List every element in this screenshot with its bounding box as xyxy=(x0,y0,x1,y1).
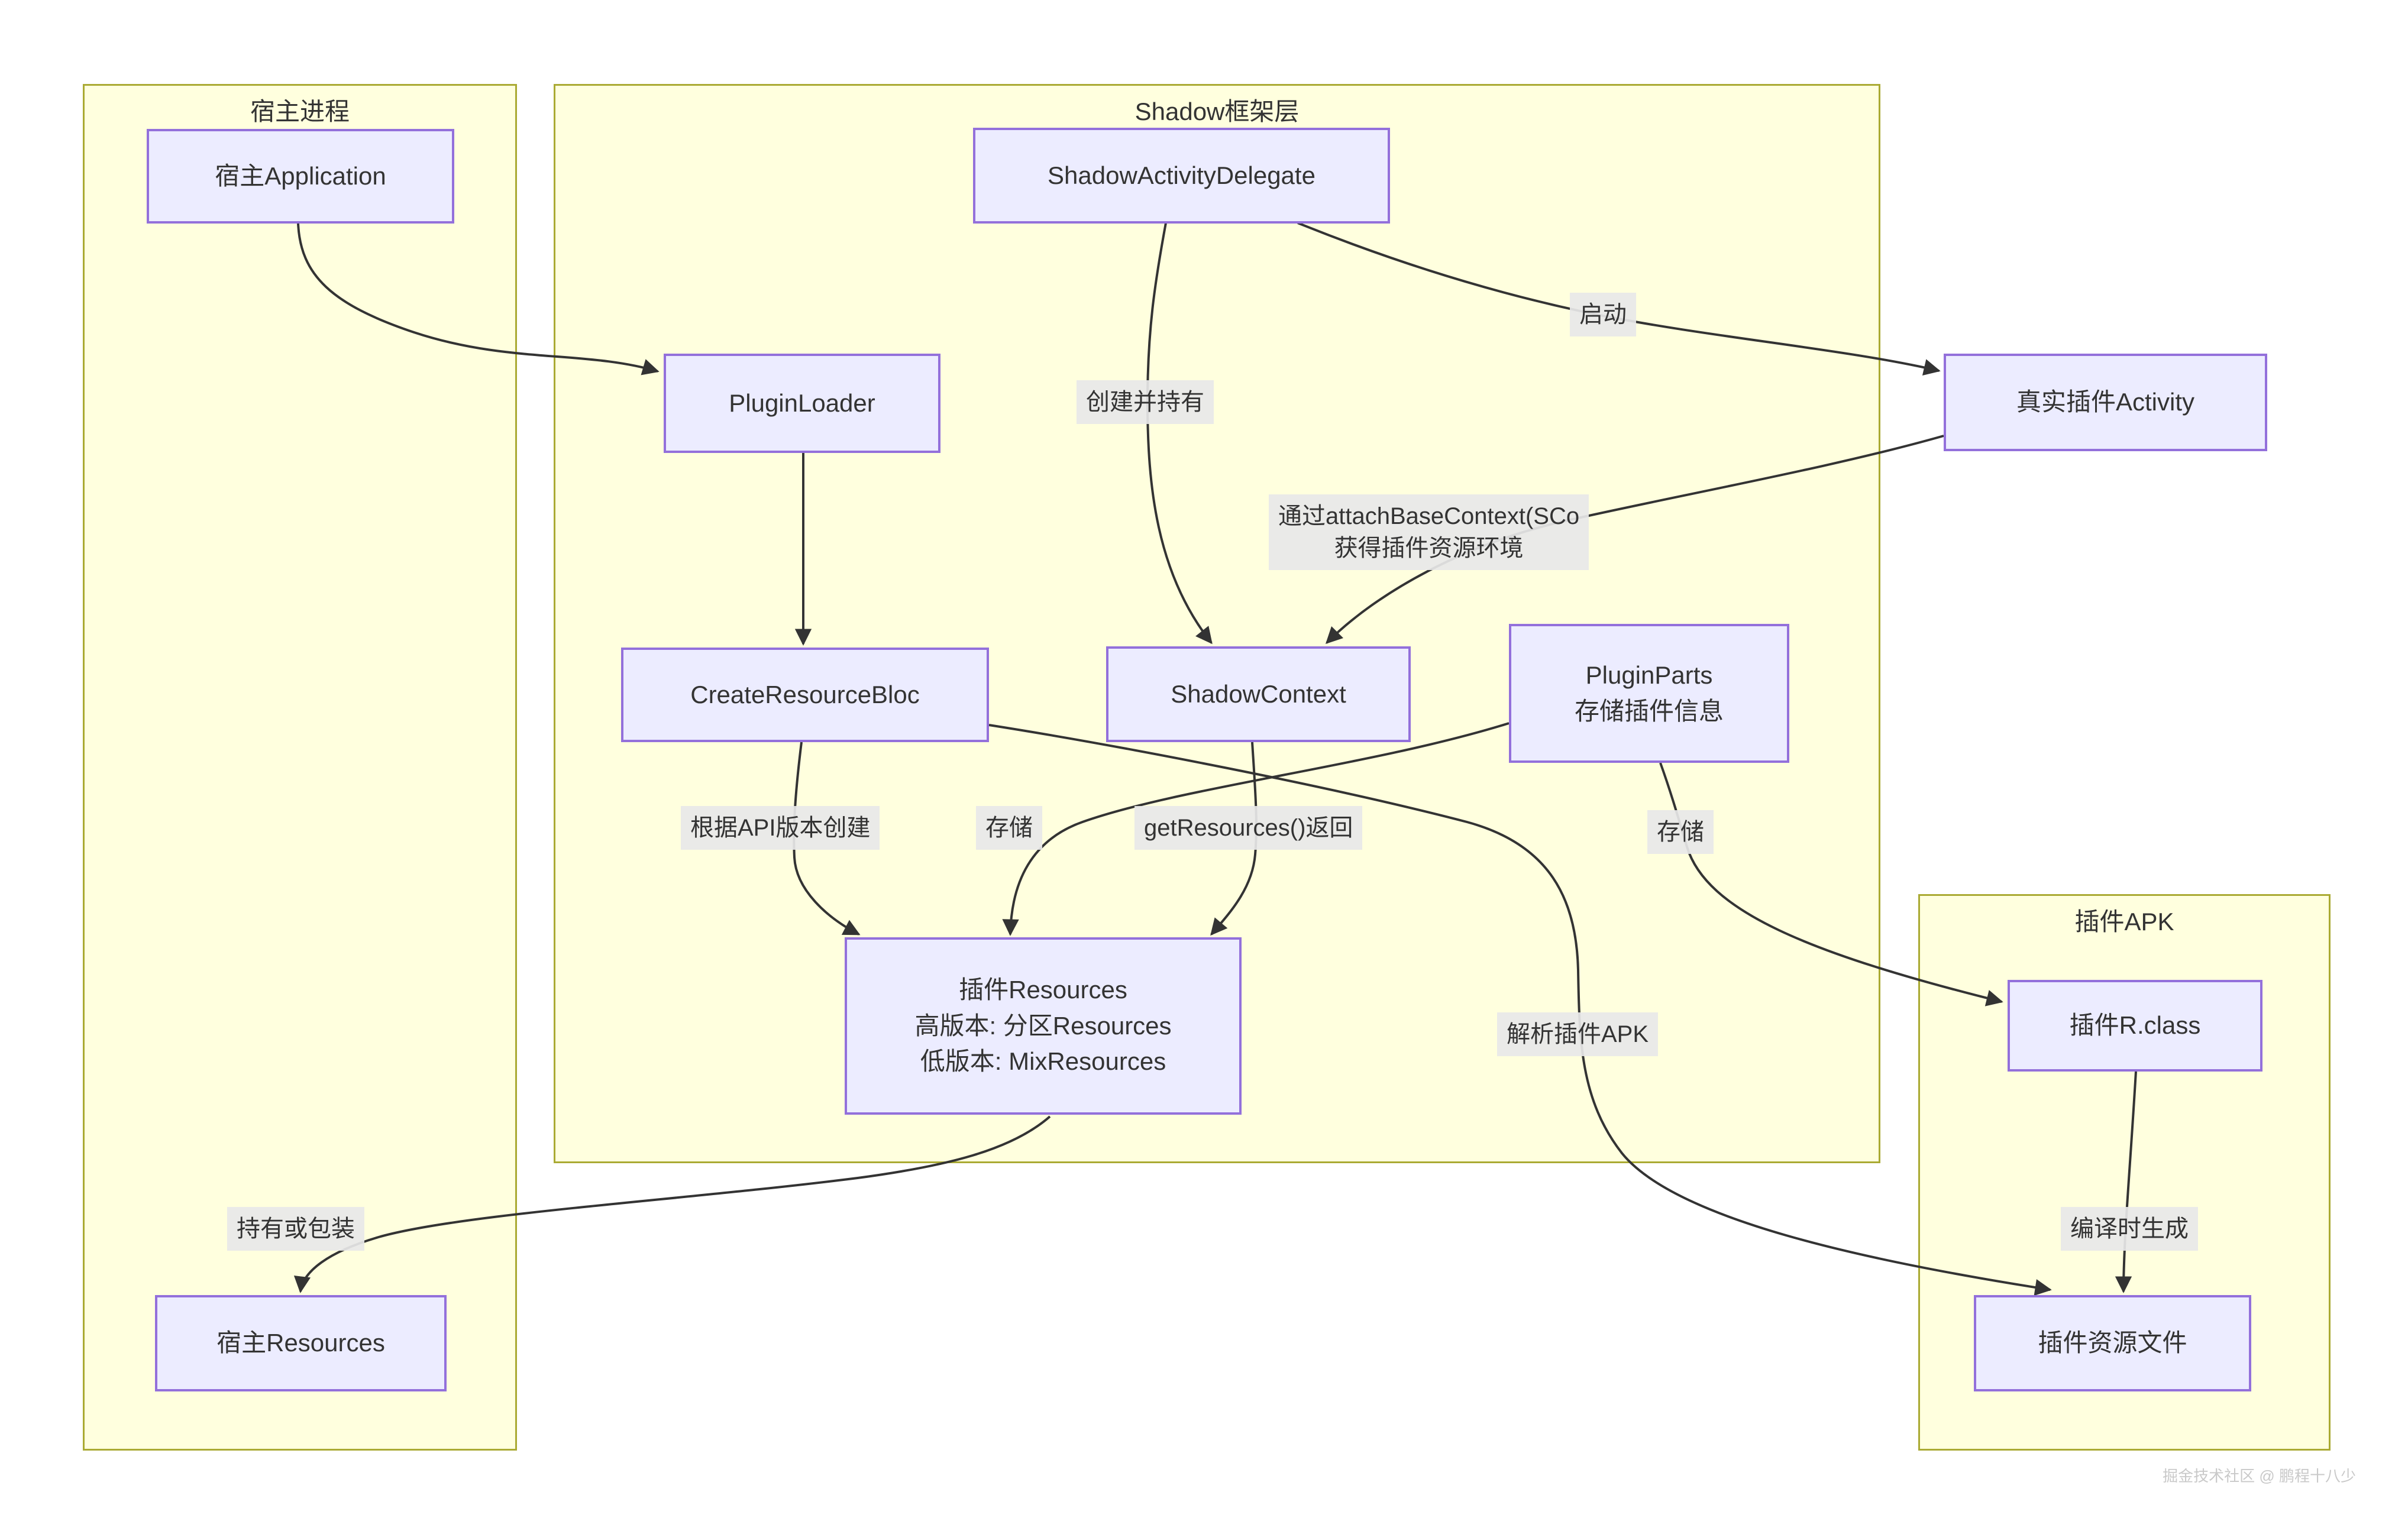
node-plugin-parts-line2: 存储插件信息 xyxy=(1574,697,1724,725)
node-plugin-parts-line1: PluginParts xyxy=(1585,661,1713,689)
node-plugin-loader: PluginLoader xyxy=(664,354,940,453)
edge-label-attach-base-context: 通过attachBaseContext(SCo 获得插件资源环境 xyxy=(1269,494,1589,570)
edge-create-resource-bloc-to-plugin-resources xyxy=(793,742,861,936)
edge-host-application-to-plugin-loader xyxy=(297,223,660,376)
node-create-resource-bloc: CreateResourceBloc xyxy=(621,648,989,742)
edge-label-create-and-hold: 创建并持有 xyxy=(1077,380,1214,424)
edge-shadow-context-to-plugin-resources xyxy=(1210,742,1258,936)
edge-label-create-by-api-version: 根据API版本创建 xyxy=(681,806,880,850)
node-plugin-resources-line2: 高版本: 分区Resources xyxy=(914,1011,1172,1040)
node-plugin-r-class: 插件R.class xyxy=(2008,980,2262,1072)
edge-plugin-resources-to-host-resources xyxy=(293,1115,1051,1293)
edge-label-parse-plugin-apk: 解析插件APK xyxy=(1497,1012,1659,1056)
edge-plugin-parts-to-plugin-resources xyxy=(1002,722,1510,936)
edge-label-attach-base-context-line1: 通过attachBaseContext(SCo xyxy=(1278,503,1580,529)
edge-label-get-resources-return: getResources()返回 xyxy=(1134,806,1363,850)
node-plugin-resource-file: 插件资源文件 xyxy=(1974,1295,2251,1391)
node-host-application: 宿主Application xyxy=(147,129,454,224)
node-plugin-resources-line3: 低版本: MixResources xyxy=(920,1047,1166,1076)
node-host-resources: 宿主Resources xyxy=(155,1295,447,1391)
node-real-plugin-activity: 真实插件Activity xyxy=(1944,354,2267,451)
edge-label-hold-or-wrap: 持有或包装 xyxy=(227,1207,364,1251)
container-host-process-title: 宿主进程 xyxy=(250,98,350,125)
edge-plugin-r-class-to-plugin-resource-file xyxy=(2115,1071,2137,1293)
container-plugin-apk-title: 插件APK xyxy=(2074,908,2174,936)
container-shadow-framework-title: Shadow框架层 xyxy=(1134,98,1300,125)
edge-label-generated-at-compile-time: 编译时生成 xyxy=(2061,1207,2198,1251)
edge-delegate-to-shadow-context xyxy=(1146,222,1213,645)
watermark-text: 掘金技术社区 @ 鹏程十八少 xyxy=(2163,1467,2356,1485)
edge-label-launch: 启动 xyxy=(1570,293,1636,336)
node-shadow-context: ShadowContext xyxy=(1106,646,1411,742)
edge-label-attach-base-context-line2: 获得插件资源环境 xyxy=(1334,535,1524,561)
node-plugin-parts: PluginParts 存储插件信息 xyxy=(1509,624,1789,763)
node-shadow-activity-delegate: ShadowActivityDelegate xyxy=(973,128,1390,224)
edge-label-store-left: 存储 xyxy=(976,806,1042,850)
edge-plugin-parts-to-plugin-r-class xyxy=(1659,762,2003,1006)
edge-label-store-right: 存储 xyxy=(1647,810,1714,854)
node-plugin-resources-line1: 插件Resources xyxy=(959,975,1127,1004)
node-plugin-resources: 插件Resources 高版本: 分区Resources 低版本: MixRes… xyxy=(845,937,1242,1115)
edge-create-resource-bloc-to-plugin-resource-file xyxy=(988,724,2052,1296)
